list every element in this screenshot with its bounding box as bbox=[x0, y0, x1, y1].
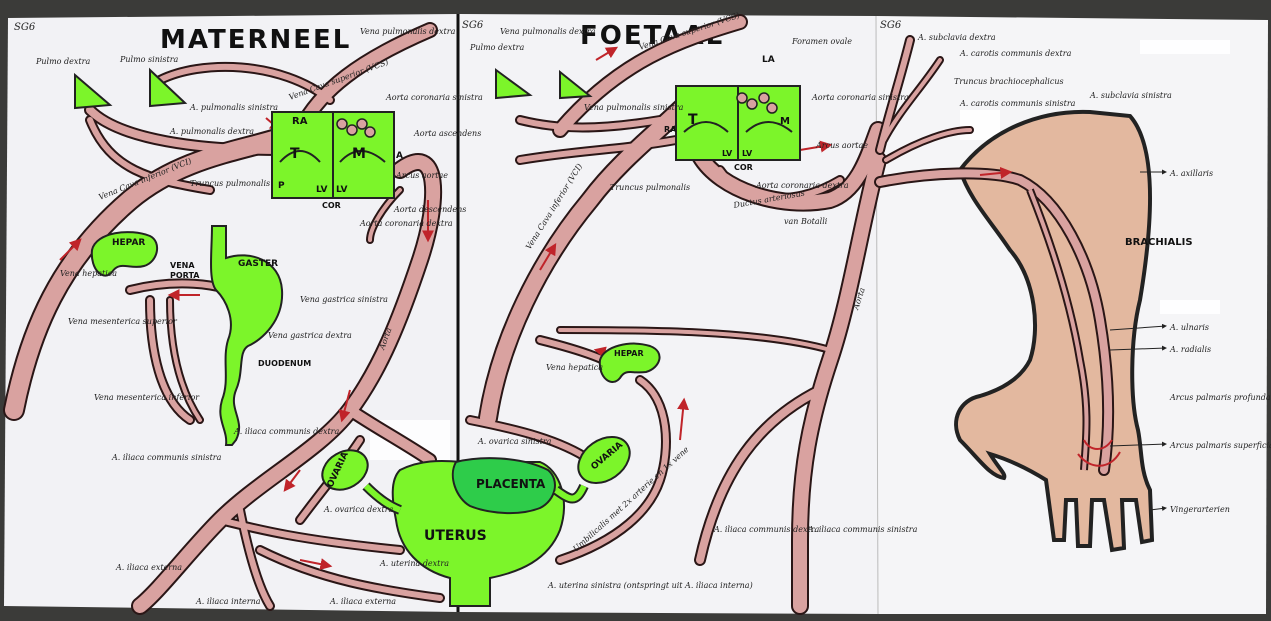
lbl-a-radialis: A. radialis bbox=[1169, 345, 1211, 354]
lbl-a-carotis-dex: A. carotis communis dextra bbox=[959, 49, 1072, 58]
chamber-t-maternal: T bbox=[290, 146, 300, 162]
lbl-a-vinger: Vingerarterien bbox=[1170, 505, 1230, 514]
lbl-m-a-il-com-sin: A. iliaca communis sinistra bbox=[111, 453, 222, 462]
vena-porta-line1: VENA bbox=[170, 261, 195, 270]
lbl-f-botalli: van Botalli bbox=[784, 217, 828, 226]
lbl-m-vena-gast-dex: Vena gastrica dextra bbox=[268, 331, 352, 340]
lbl-a-axillaris: A. axillaris bbox=[1169, 169, 1213, 178]
lbl-m-arcus: Arcus aortae bbox=[395, 171, 448, 180]
uterus-label: UTERUS bbox=[424, 528, 487, 544]
lbl-m-a-ovar-dex: A. ovarica dextra bbox=[323, 505, 394, 514]
cor-label-fetal: COR bbox=[734, 163, 753, 172]
lbl-f-foramen: Foramen ovale bbox=[791, 37, 852, 46]
lbl-f-truncus: Truncus pulmonalis bbox=[610, 183, 690, 192]
hepar-label-fetal: HEPAR bbox=[614, 349, 644, 358]
lbl-m-a-il-com-dex: A. iliaca communis dextra bbox=[233, 427, 339, 436]
lbl-a-carotis-sin: A. carotis communis sinistra bbox=[959, 99, 1076, 108]
lbl-f-pulmo-dextra: Pulmo dextra bbox=[469, 43, 524, 52]
duodenum-label: DUODENUM bbox=[258, 359, 311, 368]
lbl-f-a-il-com-sin: A. iliaca communis sinistra bbox=[807, 525, 918, 534]
lbl-a-ulnaris: A. ulnaris bbox=[1169, 323, 1209, 332]
lbl-m-a-pulm-dex: A. pulmonalis dextra bbox=[169, 127, 254, 136]
hepar-label-maternal: HEPAR bbox=[112, 238, 145, 248]
lbl-m-a-il-int: A. iliaca interna bbox=[195, 597, 261, 606]
lbl-m-vena-mes-inf: Vena mesenterica inferior bbox=[94, 393, 200, 402]
chamber-m-fetal: M bbox=[780, 116, 790, 127]
lbl-m-ao-cor-sin: Aorta coronaria sinistra bbox=[385, 93, 483, 102]
lbl-m-vena-gast-sin: Vena gastrica sinistra bbox=[300, 295, 388, 304]
lbl-f-a-il-com-dex: A. iliaca communis dextra bbox=[713, 525, 819, 534]
lbl-m-truncus: Truncus pulmonalis bbox=[190, 179, 270, 188]
gaster-label: GASTER bbox=[238, 259, 278, 269]
vena-porta-line2: PORTA bbox=[170, 271, 200, 280]
lbl-a-arcus-sup: Arcus palmaris superficialis bbox=[1169, 441, 1271, 450]
chamber-lv2-fetal: LV bbox=[742, 149, 753, 158]
chamber-ra-fetal: RA bbox=[664, 125, 677, 134]
brachialis-label: BRACHIALIS bbox=[1125, 237, 1193, 248]
chamber-lv2-maternal: LV bbox=[336, 185, 347, 195]
lbl-a-truncus-brach: Truncus brachiocephalicus bbox=[954, 77, 1064, 86]
lbl-m-pulmo-dextra: Pulmo dextra bbox=[35, 57, 90, 66]
chamber-ra-maternal: RA bbox=[292, 116, 308, 127]
chamber-a-maternal: A bbox=[396, 151, 403, 161]
chamber-m-maternal: M bbox=[352, 146, 366, 162]
chamber-lv1-fetal: LV bbox=[722, 149, 733, 158]
lbl-m-ao-cor-dex: Aorta coronaria dextra bbox=[359, 219, 453, 228]
lbl-f-vena-pulm-dex: Vena pulmonalis dextra bbox=[500, 27, 596, 36]
lbl-m-a-il-ext: A. iliaca externa bbox=[115, 563, 182, 572]
lbl-m-vena-pulm-dex: Vena pulmonalis dextra bbox=[360, 27, 456, 36]
chamber-la-fetal: LA bbox=[762, 55, 775, 65]
lbl-a-subclavia-sin: A. subclavia sinistra bbox=[1089, 91, 1172, 100]
placenta-label: PLACENTA bbox=[476, 477, 546, 491]
lbl-f-ao-cor-sin: Aorta coronaria sinistra bbox=[811, 93, 909, 102]
chamber-p-maternal: P bbox=[278, 181, 285, 191]
lbl-m-ao-desc: Aorta descendens bbox=[393, 205, 466, 214]
sheet-tag-right: SG6 bbox=[880, 20, 902, 31]
lbl-f-a-ovar-sin: A. ovarica sinistra bbox=[477, 437, 552, 446]
lbl-m-pulmo-sinistra: Pulmo sinistra bbox=[119, 55, 179, 64]
lbl-f-a-uter-sin: A. uterina sinistra (ontspringt uit A. i… bbox=[547, 581, 753, 590]
lbl-m-ao-asc: Aorta ascendens bbox=[413, 129, 481, 138]
lbl-f-arcus: Arcus aortae bbox=[815, 141, 868, 150]
sheet-tag-left: SG6 bbox=[14, 22, 36, 33]
lbl-f-vena-hep: Vena hepatica bbox=[546, 363, 603, 372]
lbl-m-a-pulm-sin: A. pulmonalis sinistra bbox=[189, 103, 278, 112]
vena-porta-label: VENA PORTA bbox=[170, 261, 200, 280]
chamber-t-fetal: T bbox=[688, 112, 698, 128]
lbl-a-subclavia-dex: A. subclavia dextra bbox=[917, 33, 996, 42]
chamber-lv1-maternal: LV bbox=[316, 185, 327, 195]
lbl-a-arcus-prof: Arcus palmaris profunda bbox=[1169, 393, 1271, 402]
lbl-m-a-il-ext-2: A. iliaca externa bbox=[329, 597, 396, 606]
lbl-m-a-uter-dex: A. uterina dextra bbox=[379, 559, 449, 568]
lbl-m-vena-hep: Vena hepatica bbox=[60, 269, 117, 278]
cor-label-maternal: COR bbox=[322, 201, 341, 210]
sheet-tag-middle: SG6 bbox=[462, 20, 484, 31]
lbl-f-vena-pulm-sin: Vena pulmonalis sinistra bbox=[584, 103, 684, 112]
title-maternal: MATERNEEL bbox=[160, 25, 351, 55]
lbl-m-vena-mes-sup: Vena mesenterica superior bbox=[68, 317, 178, 326]
